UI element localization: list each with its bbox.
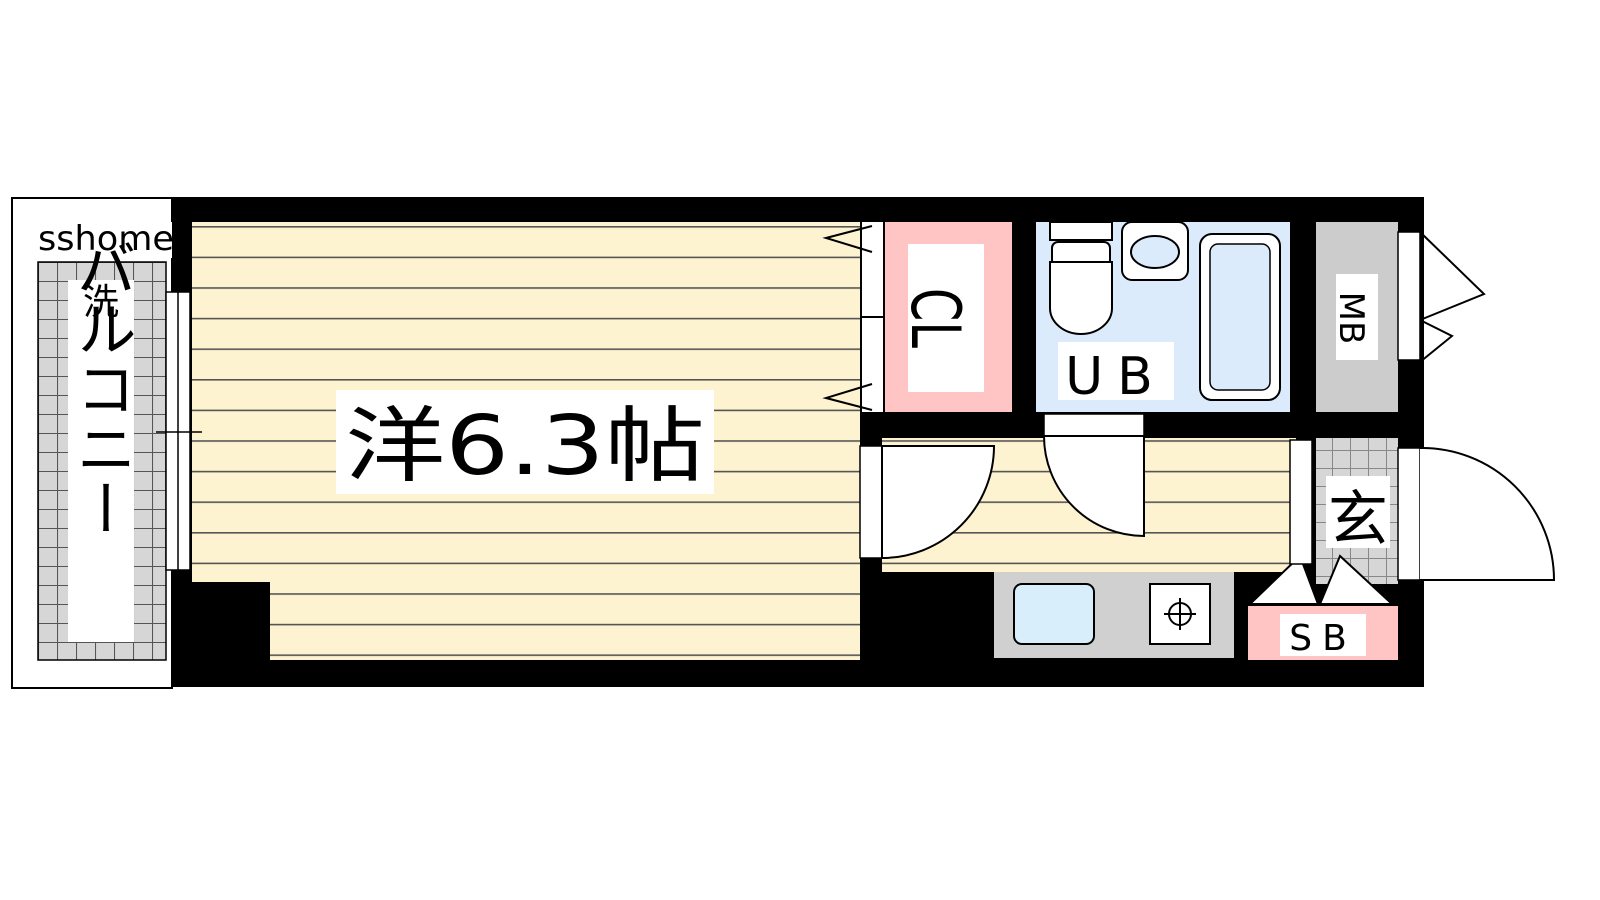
entrance bbox=[1316, 438, 1556, 584]
doors bbox=[859, 413, 1145, 560]
door-swing-icon bbox=[1419, 446, 1556, 581]
bath-label: UB bbox=[1065, 347, 1167, 407]
balcony bbox=[11, 197, 177, 689]
laundry-label: 洗 bbox=[83, 282, 119, 323]
western-room-label: 洋6.3帖 bbox=[345, 399, 705, 494]
closet bbox=[822, 222, 1012, 412]
closet-label: CL bbox=[895, 288, 974, 348]
toilet-icon bbox=[1049, 221, 1113, 335]
window-icon bbox=[156, 291, 202, 571]
shoe-box-label: SB bbox=[1289, 618, 1357, 659]
meter-box bbox=[1316, 222, 1486, 412]
unit-bath bbox=[1036, 221, 1290, 412]
bathtub-icon bbox=[1199, 233, 1281, 401]
kitchen bbox=[994, 572, 1234, 658]
kitchen-sink-icon bbox=[1013, 583, 1095, 645]
watermark-text: sshome bbox=[38, 219, 174, 259]
entrance-label: 玄 bbox=[1328, 485, 1388, 555]
wash-basin-icon bbox=[1121, 221, 1189, 281]
gas-stove-icon bbox=[1149, 583, 1211, 645]
door-swing-icon bbox=[881, 445, 996, 560]
door-swing-icon bbox=[1042, 435, 1145, 538]
meter-box-label: MB bbox=[1331, 292, 1371, 345]
balcony-label: バルコニー bbox=[66, 238, 136, 538]
shoe-box bbox=[1247, 439, 1398, 660]
